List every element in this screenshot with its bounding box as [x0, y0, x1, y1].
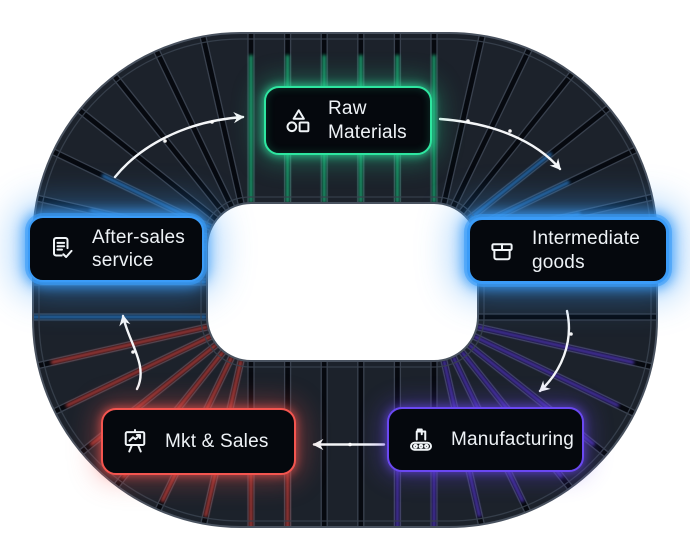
flow-arrows [113, 112, 573, 451]
node-mkt-sales[interactable]: Mkt & Sales [101, 408, 296, 475]
node-label: Manufacturing [451, 428, 575, 450]
node-label: After-sales service [92, 226, 186, 271]
shapes-icon [283, 106, 313, 136]
node-label: Mkt & Sales [165, 430, 269, 452]
arrow-sparkle-dots [131, 119, 573, 447]
conveyor-belt-icon [406, 425, 436, 455]
node-intermediate-goods[interactable]: Intermediate goods [467, 217, 669, 284]
arrow-after-sales-to-raw [113, 112, 245, 179]
arrow-intermediate-to-manufacturing [538, 309, 571, 393]
node-label: Raw Materials [328, 98, 407, 143]
arrow-mkt-to-after-sales [119, 314, 142, 391]
package-icon [487, 236, 517, 266]
node-raw-materials[interactable]: Raw Materials [264, 86, 432, 155]
node-label: Intermediate goods [532, 228, 641, 273]
presentation-chart-icon [120, 427, 150, 457]
arrow-raw-to-intermediate [438, 117, 562, 171]
node-manufacturing[interactable]: Manufacturing [387, 407, 584, 472]
document-check-icon [47, 234, 77, 264]
node-after-sales-service[interactable]: After-sales service [28, 216, 204, 282]
